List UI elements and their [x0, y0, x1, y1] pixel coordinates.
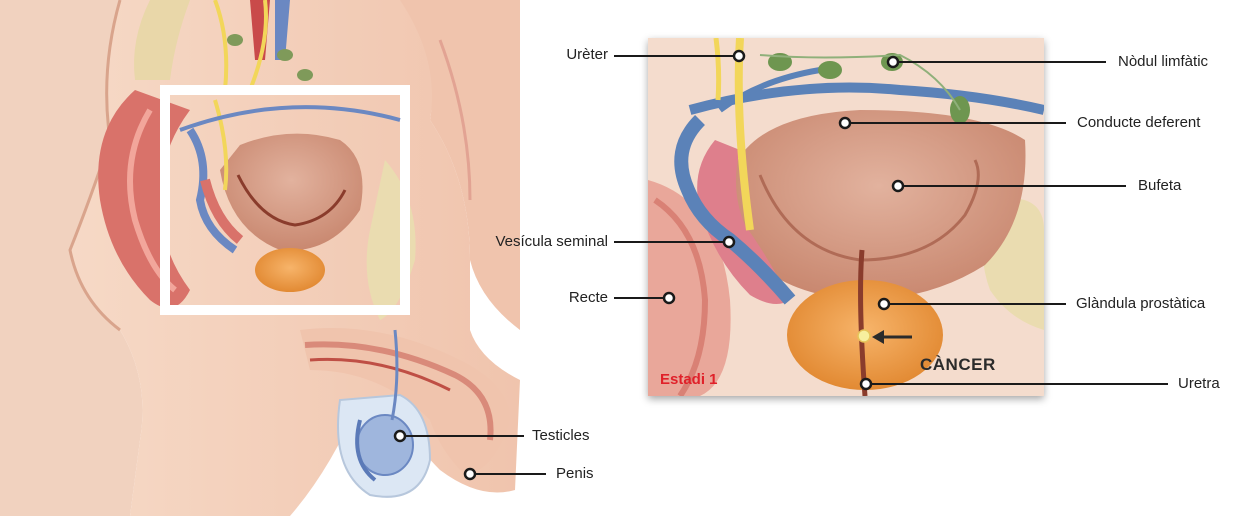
label-urethra: Uretra [1178, 375, 1220, 393]
label-prostate: Glàndula prostàtica [1076, 295, 1205, 313]
label-ureter: Urèter [566, 46, 608, 64]
label-cancer: CÀNCER [920, 355, 996, 375]
stage-badge: Estadi 1 [660, 371, 718, 388]
label-vas-deferens: Conducte deferent [1077, 114, 1200, 132]
label-lymph-node: Nòdul limfàtic [1118, 53, 1208, 71]
body-section [0, 0, 520, 516]
inset-organs [648, 38, 1044, 396]
label-testicles: Testicles [532, 427, 590, 445]
label-seminal-vesicle: Vesícula seminal [495, 233, 608, 251]
label-rectum: Recte [569, 289, 608, 307]
label-bladder: Bufeta [1138, 177, 1181, 195]
label-penis: Penis [556, 465, 594, 483]
